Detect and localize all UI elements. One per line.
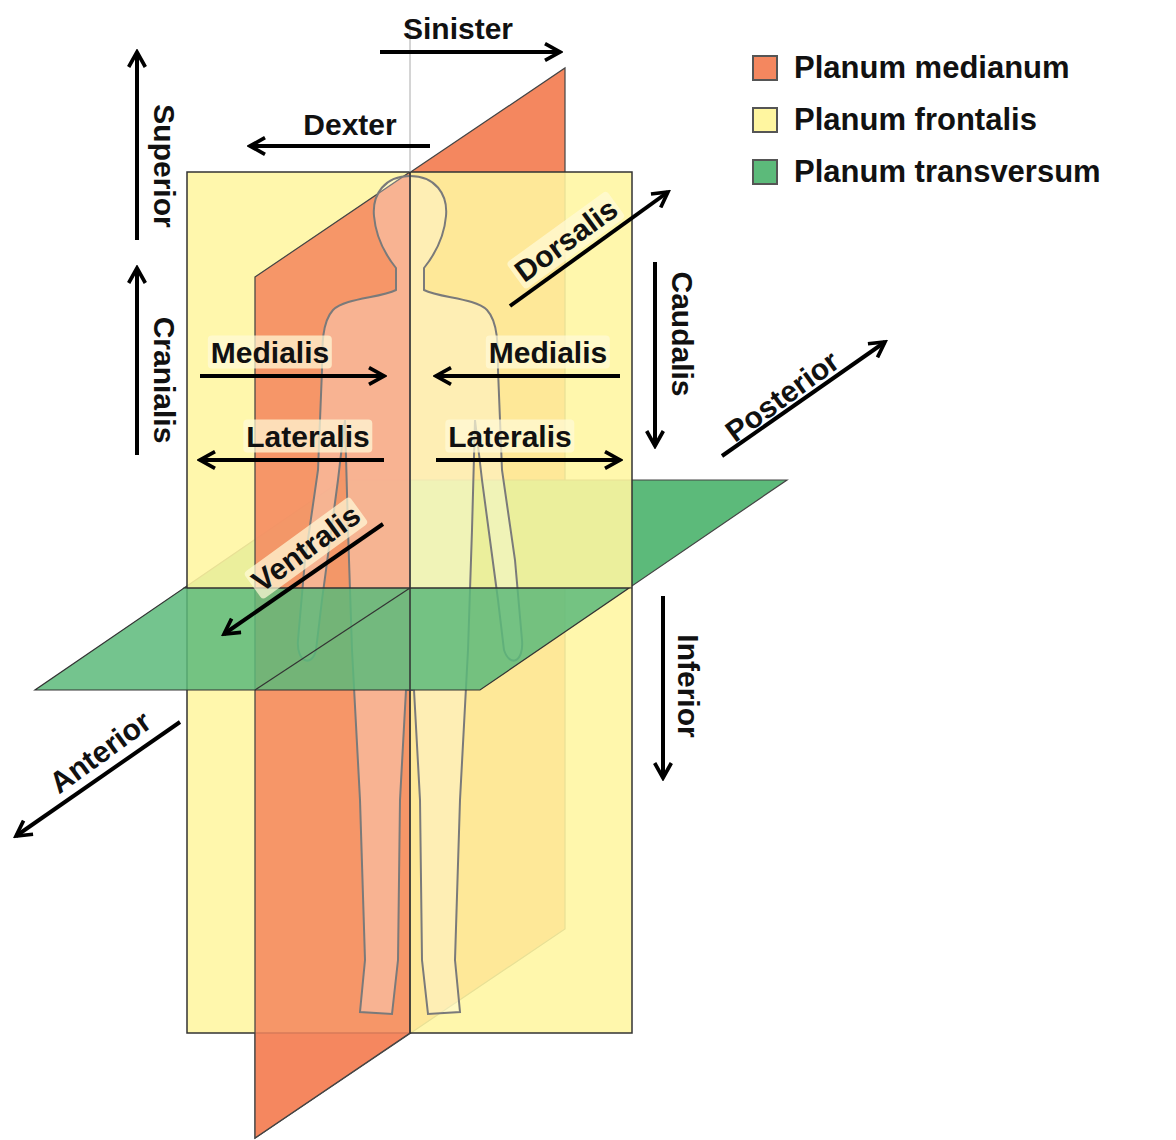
direction-label: Superior xyxy=(148,101,181,230)
plane-intersection xyxy=(255,588,410,690)
arrow xyxy=(200,458,384,462)
legend-text: Planum medianum xyxy=(794,50,1070,86)
legend-swatch xyxy=(752,55,778,81)
direction-label: Sinister xyxy=(400,12,516,45)
direction-label: Lateralis xyxy=(243,420,372,453)
legend: Planum medianumPlanum frontalisPlanum tr… xyxy=(752,42,1101,198)
arrow xyxy=(661,596,665,778)
direction-label: Dexter xyxy=(300,108,399,141)
direction-arrows xyxy=(16,52,885,836)
direction-label: Lateralis xyxy=(445,420,574,453)
legend-swatch xyxy=(752,159,778,185)
arrow xyxy=(436,374,620,378)
direction-label: Medialis xyxy=(208,336,332,369)
transverse-plane-front xyxy=(35,588,629,690)
legend-swatch xyxy=(752,107,778,133)
direction-label: Medialis xyxy=(486,336,610,369)
legend-entry: Planum transversum xyxy=(752,146,1101,198)
arrow xyxy=(135,268,139,455)
arrow xyxy=(135,52,139,240)
arrow xyxy=(380,50,560,54)
direction-label: Cranialis xyxy=(148,314,181,447)
legend-entry: Planum medianum xyxy=(752,42,1101,94)
direction-label: Anterior xyxy=(41,703,160,802)
direction-label: Caudalis xyxy=(666,268,699,399)
plane-intersection xyxy=(409,172,411,1033)
direction-label: Posterior xyxy=(717,342,848,450)
arrow xyxy=(653,262,657,446)
direction-label: Ventralis xyxy=(243,496,368,600)
arrow xyxy=(200,374,384,378)
arrow xyxy=(250,144,430,148)
legend-text: Planum frontalis xyxy=(794,102,1037,138)
legend-entry: Planum frontalis xyxy=(752,94,1101,146)
direction-label: Inferior xyxy=(672,631,705,740)
legend-text: Planum transversum xyxy=(794,154,1101,190)
direction-label: Dorsalis xyxy=(506,190,626,290)
arrow xyxy=(436,458,620,462)
